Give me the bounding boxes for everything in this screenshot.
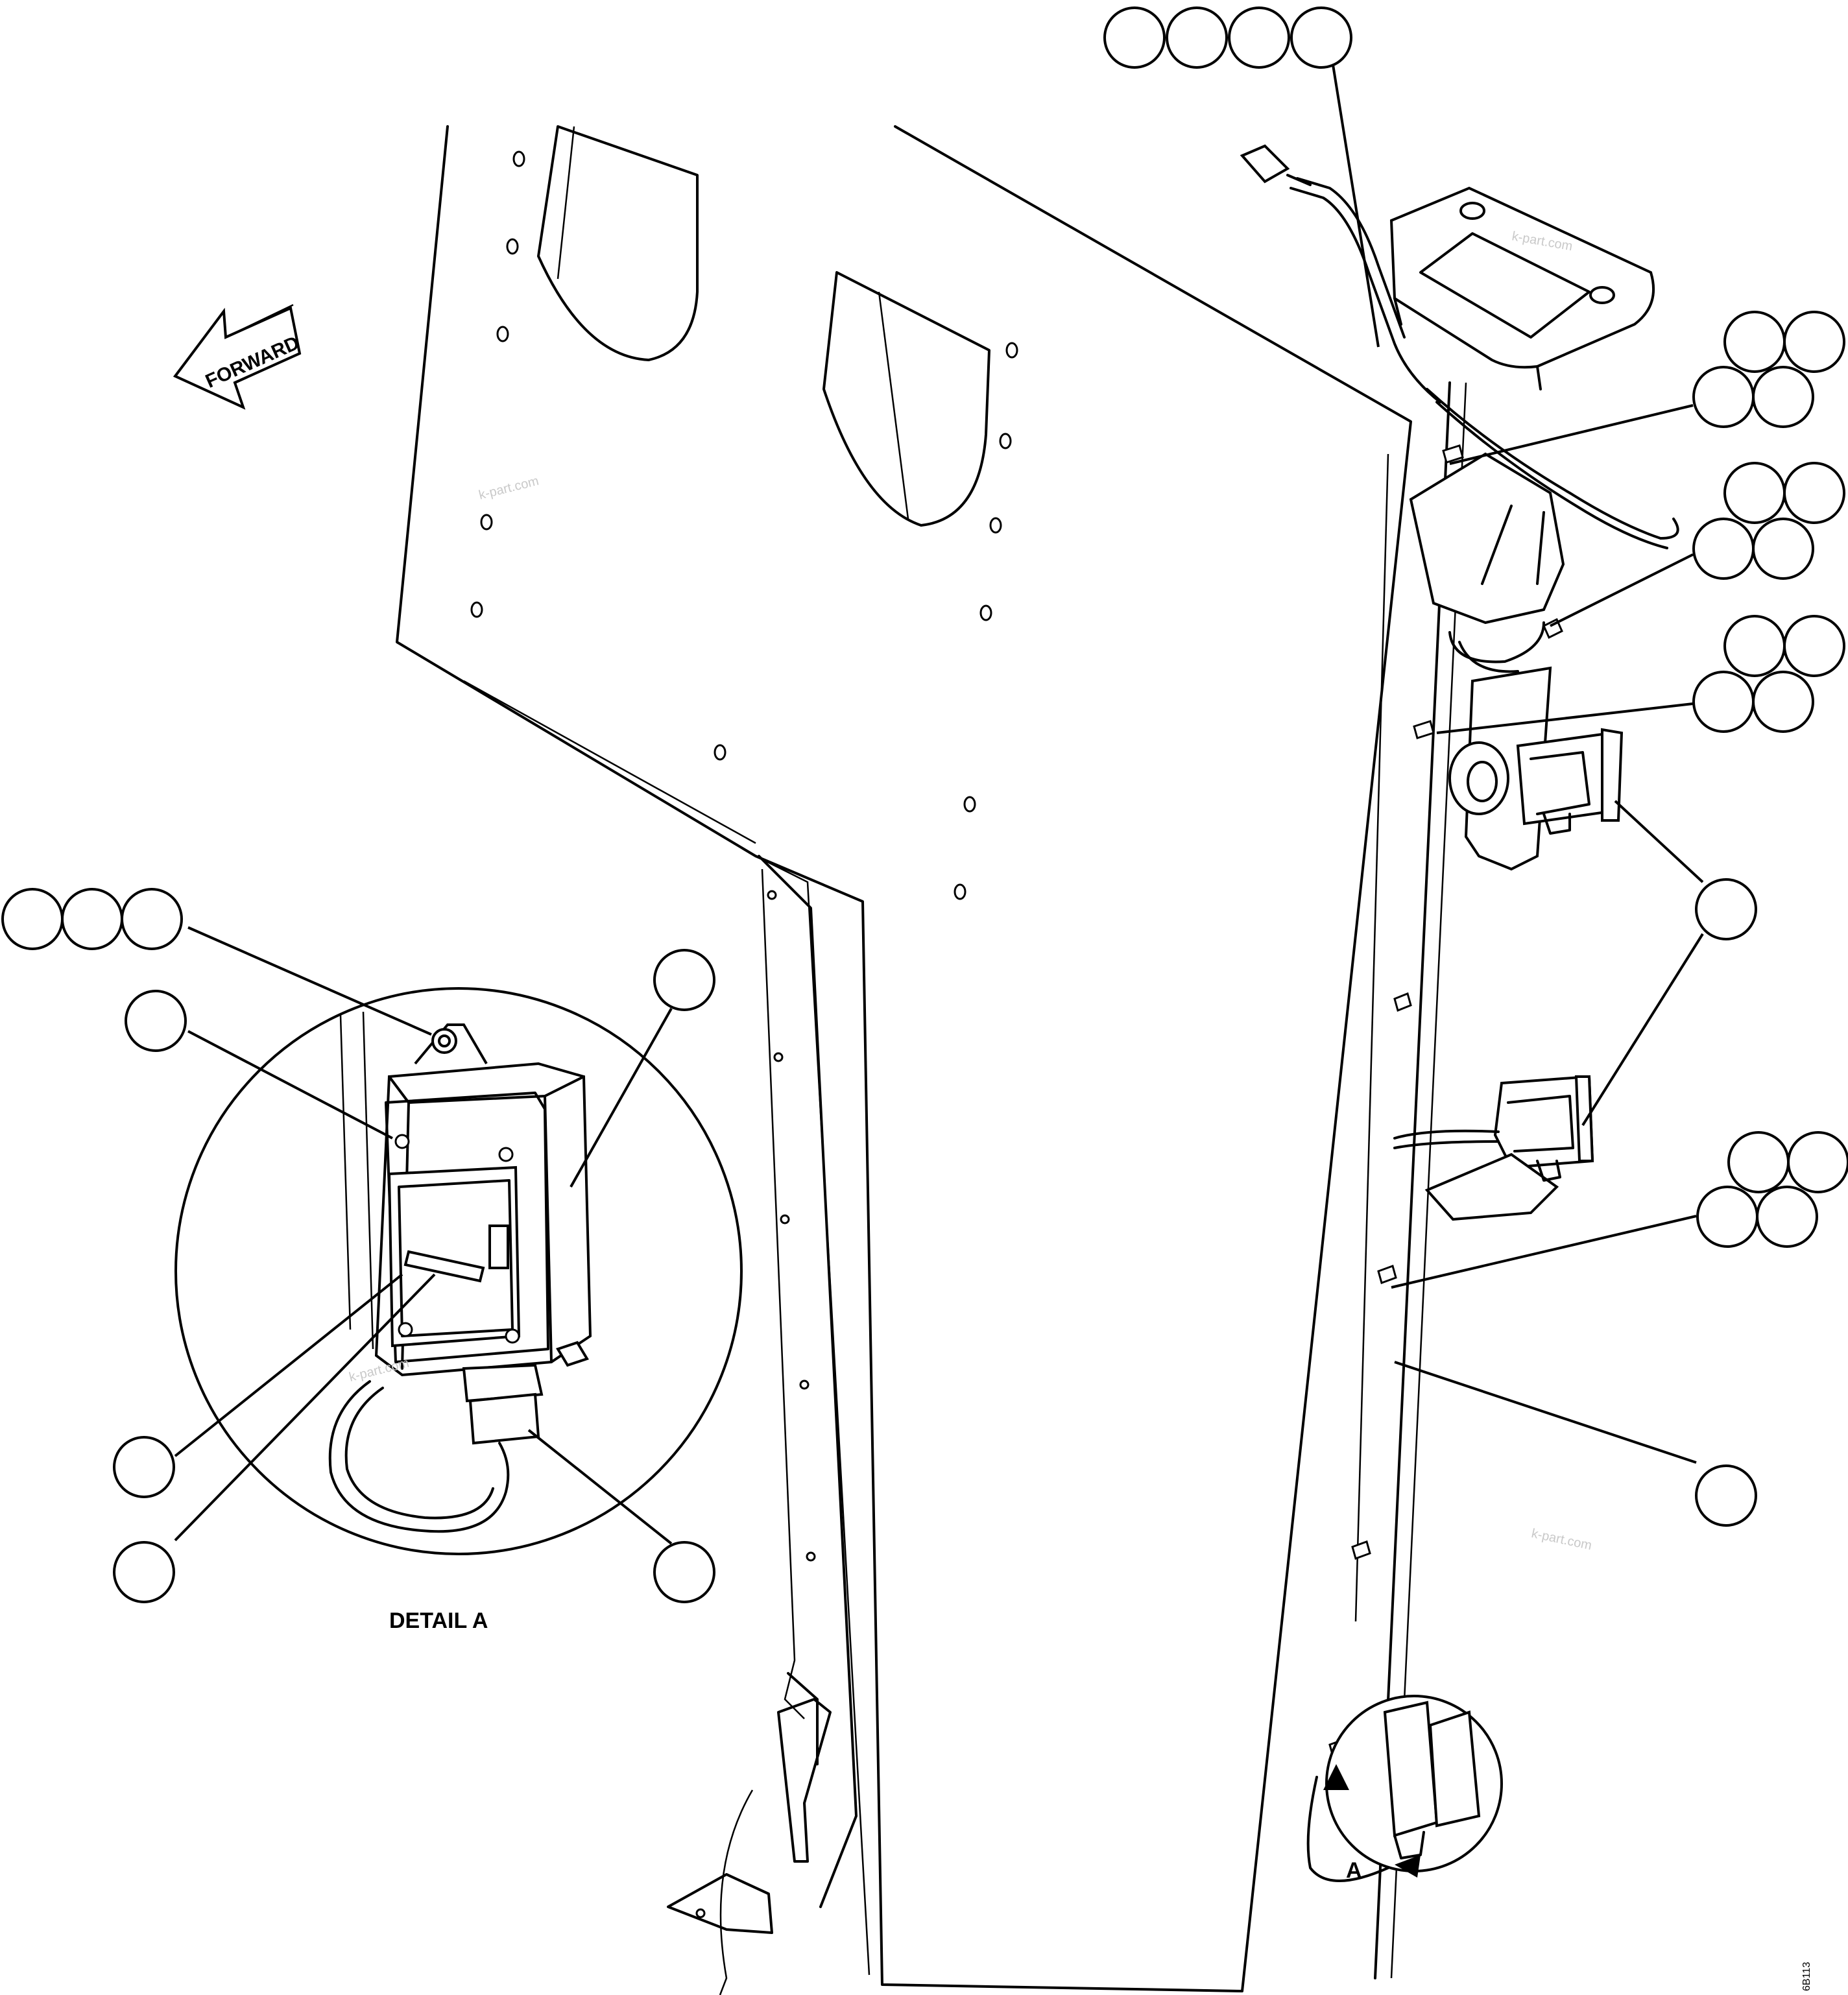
detail-arrow-icon xyxy=(1323,1764,1349,1790)
watermark: k-part.com xyxy=(348,1356,411,1385)
detail-a-small-callout xyxy=(1306,1695,1503,1882)
detail-title: DETAIL A xyxy=(389,1608,488,1633)
harness-connector xyxy=(1240,144,1679,549)
figure-code: 6B113 xyxy=(1801,1962,1812,1991)
rear-lamp-upper xyxy=(1448,666,1624,871)
watermark: k-part.com xyxy=(477,474,540,503)
detail-marker-label: A xyxy=(1346,1858,1362,1883)
detail-arrow-icon xyxy=(1395,1855,1421,1878)
detail-a-view xyxy=(174,987,743,1555)
panel-holes xyxy=(470,150,1018,900)
top-mount-plate xyxy=(1389,186,1655,390)
upper-lamp-bracket xyxy=(1409,452,1565,673)
side-panel xyxy=(396,125,1412,1992)
leader-lines xyxy=(174,64,1704,1545)
forward-arrow-icon xyxy=(173,304,302,410)
harness-clips xyxy=(1328,444,1563,1758)
callout-bubbles xyxy=(1,6,1848,1603)
watermark: k-part.com xyxy=(1530,1526,1593,1553)
lower-bracket xyxy=(667,855,858,1995)
rear-lamp-lower xyxy=(1393,1075,1594,1221)
